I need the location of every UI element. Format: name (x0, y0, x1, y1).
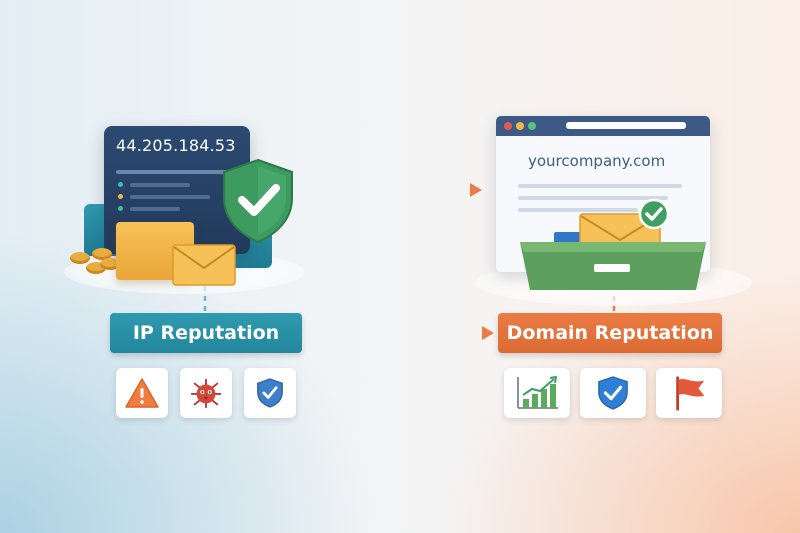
warning-tile (116, 368, 168, 418)
content-line (518, 196, 668, 200)
envelope-icon (172, 244, 236, 286)
domain-reputation-label: Domain Reputation (498, 313, 722, 353)
content-line (518, 184, 682, 188)
server-bar (130, 183, 190, 187)
shield-check-icon (257, 378, 283, 408)
check-badge-icon (638, 198, 670, 230)
domain-shield-tile (580, 368, 646, 418)
server-bar (116, 170, 236, 174)
shield-check-icon (223, 158, 293, 244)
top-connector-arrow (308, 183, 482, 197)
server-led (118, 194, 123, 199)
middle-connector-arrow (306, 326, 494, 340)
inbox-tray (520, 213, 706, 290)
red-flag-icon (676, 376, 705, 411)
domain-name: yourcompany.com (528, 152, 666, 170)
ip-reputation-label: IP Reputation (110, 313, 302, 353)
malware-bug-icon (190, 378, 222, 409)
coin (70, 252, 90, 264)
server-bar (130, 195, 210, 199)
coin (92, 248, 112, 260)
browser-minimize-dot (516, 122, 524, 130)
shield-check-icon (598, 376, 628, 410)
malware-tile (180, 368, 232, 418)
browser-url-bar (566, 122, 686, 129)
growth-chart-tile (504, 368, 570, 418)
server-bar (130, 207, 180, 211)
content-line (518, 208, 638, 212)
red-flag-tile (656, 368, 722, 418)
browser-maximize-dot (528, 122, 536, 130)
growth-chart-icon (517, 376, 558, 409)
coin (100, 258, 120, 270)
ip-address: 44.205.184.53 (116, 136, 236, 155)
browser-title-bar (496, 116, 710, 136)
browser-close-dot (504, 122, 512, 130)
server-led (118, 182, 123, 187)
warning-icon (125, 378, 159, 408)
server-led (118, 206, 123, 211)
shield-tile (244, 368, 296, 418)
